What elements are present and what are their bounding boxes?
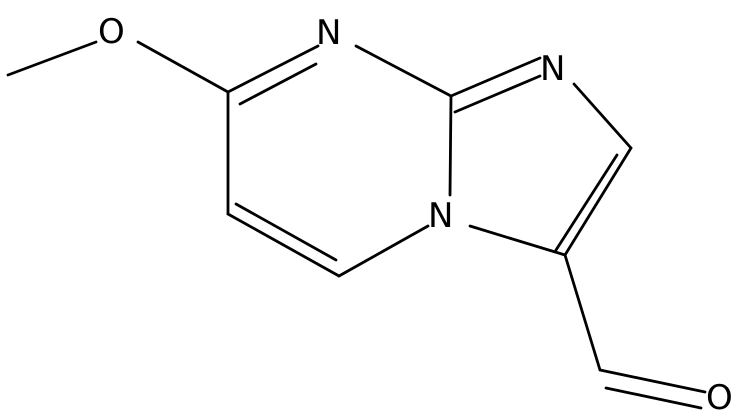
bond-c2-c3-inner [554, 153, 619, 252]
bond-n4-c5 [337, 224, 430, 278]
bond-c2-c3 [563, 146, 633, 257]
bond-n4-c8a [448, 94, 453, 197]
atom-o-aldehyde: O [706, 378, 733, 416]
bond-c7-n8 [226, 44, 320, 94]
bond-n8-c8a [354, 44, 453, 98]
bond-methyl-o [6, 40, 98, 77]
atom-n-top: N [316, 13, 341, 53]
bond-o-c7 [136, 40, 230, 94]
bond-n1-c2 [572, 82, 633, 150]
atom-n-imidazole: N [540, 49, 565, 89]
bond-cho-o-inner [604, 386, 703, 410]
bond-c7-n8-inner [238, 62, 318, 106]
bond-c5-c6-inner [234, 202, 338, 262]
bond-c3-n4 [468, 224, 567, 257]
bond-set [6, 40, 707, 410]
bond-cho-o [598, 368, 707, 394]
bond-c8a-n1 [449, 56, 542, 98]
bond-c8a-n1-inner [453, 74, 542, 114]
atom-o-methoxy: O [98, 12, 125, 52]
bond-c3-cho [563, 253, 602, 372]
atom-n-bridge: N [428, 196, 453, 236]
bond-c5-c6 [226, 212, 341, 278]
